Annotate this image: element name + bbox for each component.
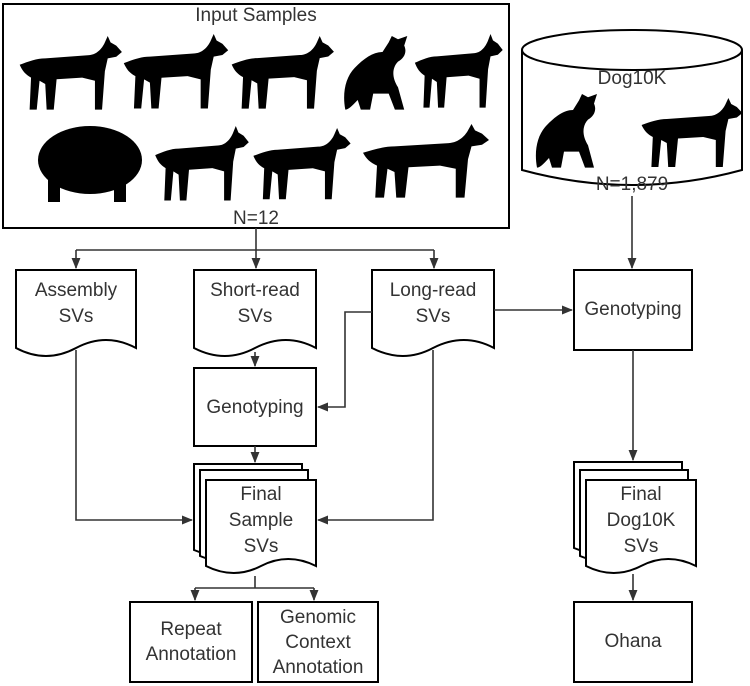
input-samples-title: Input Samples — [195, 5, 316, 26]
stack-sheet-front — [585, 479, 697, 574]
ohana-label: Ohana — [604, 631, 661, 652]
genotyping-left-box — [193, 367, 317, 447]
assembly-svs-document — [15, 269, 137, 357]
genomic-context-annotation-box — [257, 601, 379, 683]
final-dog10k-label-3: SVs — [624, 536, 659, 557]
repeat-annotation-label-2: Annotation — [146, 644, 237, 665]
short-read-svs-document — [193, 269, 317, 357]
repeat-annotation-label-1: Repeat — [160, 619, 222, 640]
final-sample-label-3: SVs — [244, 536, 279, 557]
assembly-svs-label-1: Assembly — [35, 280, 118, 301]
assembly-svs-label-2: SVs — [59, 306, 94, 327]
arrow-assembly-to-final-sample — [75, 350, 194, 525]
short-read-svs-label-1: Short-read — [210, 280, 300, 301]
fluffy-dog-icon — [38, 126, 142, 194]
final-dog10k-label-1: Final — [620, 484, 661, 505]
genomic-annotation-label-2: Context — [285, 632, 351, 653]
dog-leg — [114, 178, 126, 202]
long-read-svs-label-2: SVs — [416, 306, 451, 327]
dog-silhouettes — [19, 34, 503, 202]
arrow-long-read-to-genotyping — [316, 311, 372, 412]
genomic-annotation-label-1: Genomic — [280, 607, 356, 628]
final-sample-label-1: Final — [240, 484, 281, 505]
dog-leg — [48, 178, 60, 202]
genotyping-left-label: Genotyping — [206, 397, 303, 418]
final-sample-label-2: Sample — [229, 510, 293, 531]
dog10k-count: N=1,879 — [596, 174, 668, 195]
arrow-long-read-to-final-sample — [316, 350, 434, 525]
input-samples-box — [2, 3, 510, 229]
final-dog10k-svs-stack — [573, 461, 697, 574]
input-splitter-line — [76, 228, 434, 251]
ohana-box — [573, 601, 693, 683]
final-dog10k-label-2: Dog10K — [607, 510, 676, 531]
stack-sheet-front — [205, 479, 317, 574]
annotation-splitter-line — [195, 576, 314, 589]
long-read-svs-document — [371, 269, 495, 357]
database-cylinder-icon — [521, 29, 743, 71]
genotyping-right-label: Genotyping — [584, 299, 681, 320]
short-read-svs-label-2: SVs — [238, 306, 273, 327]
dog10k-title: Dog10K — [598, 68, 667, 89]
input-samples-count: N=12 — [233, 208, 279, 229]
genotyping-right-box — [573, 269, 693, 351]
long-read-svs-label-1: Long-read — [390, 280, 477, 301]
repeat-annotation-box — [129, 601, 253, 683]
final-sample-svs-stack — [193, 463, 317, 574]
genomic-annotation-label-3: Annotation — [273, 657, 364, 678]
